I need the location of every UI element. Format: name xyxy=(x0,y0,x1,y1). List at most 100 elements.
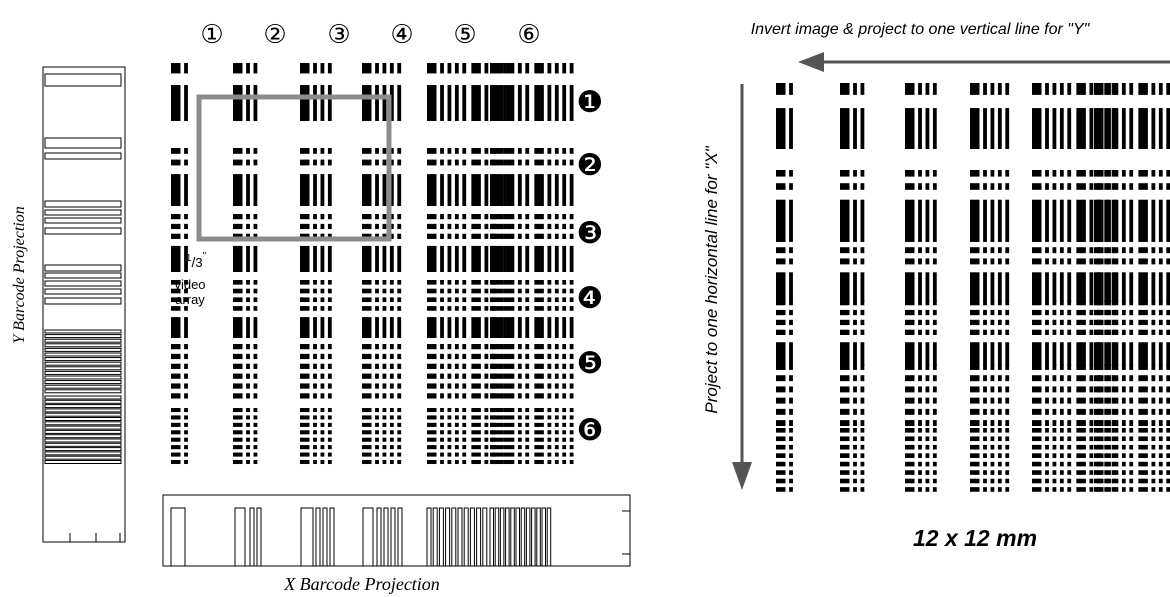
pattern-bar xyxy=(320,159,325,166)
pattern-bar xyxy=(246,245,250,272)
pattern-bar xyxy=(1094,258,1104,265)
pattern-bar xyxy=(313,159,317,166)
y-projection-bar xyxy=(44,425,122,430)
pattern-bar xyxy=(1114,436,1119,442)
pattern-bar xyxy=(932,183,937,190)
y-projection-bar xyxy=(44,73,122,87)
pattern-bar xyxy=(853,329,857,335)
pattern-bar xyxy=(397,452,402,457)
pattern-bar xyxy=(1076,309,1086,316)
pattern-bar xyxy=(382,459,387,465)
pattern-bar xyxy=(389,415,394,420)
row-labels: ❶ ❷ ❸ ❹ ❺ ❻ xyxy=(577,86,604,447)
pattern-bar xyxy=(1121,329,1126,335)
pattern-bar xyxy=(1111,470,1116,475)
pattern-bar xyxy=(547,306,552,311)
pattern-bar xyxy=(990,487,995,492)
pattern-bar xyxy=(397,214,402,220)
pattern-bar xyxy=(517,430,522,435)
pattern-bar xyxy=(1094,272,1104,302)
pattern-bar xyxy=(300,353,310,360)
pattern-bar xyxy=(905,309,915,316)
pattern-bar xyxy=(1107,309,1111,316)
pattern-bar xyxy=(1138,272,1148,302)
pattern-bar xyxy=(490,63,500,74)
pattern-bar xyxy=(397,280,402,285)
pattern-bar xyxy=(562,373,567,379)
pattern-bar xyxy=(860,300,865,306)
pattern-bar xyxy=(382,63,387,74)
pattern-bar xyxy=(397,445,402,450)
pattern-bar xyxy=(1158,420,1163,427)
pattern-bar xyxy=(776,309,786,316)
pattern-bar xyxy=(1052,329,1057,335)
pattern-bar xyxy=(397,459,402,465)
pattern-bar xyxy=(1059,199,1064,236)
pattern-bar xyxy=(1121,436,1126,442)
pattern-bar xyxy=(990,364,995,370)
pattern-bar xyxy=(510,85,515,121)
down-arrow xyxy=(732,84,752,490)
pattern-bar xyxy=(517,63,522,74)
pattern-bar xyxy=(990,319,995,326)
pattern-bar xyxy=(860,236,865,242)
pattern-bar xyxy=(534,452,544,457)
pattern-bar xyxy=(1067,487,1072,492)
pattern-bar xyxy=(983,309,987,316)
pattern-bar xyxy=(840,408,850,415)
pattern-bar xyxy=(499,233,504,239)
pattern-bar xyxy=(1052,170,1057,177)
pattern-bar xyxy=(471,245,481,272)
pattern-bar xyxy=(932,375,937,382)
pattern-bar xyxy=(1114,258,1119,265)
pattern-bar xyxy=(503,174,507,206)
pattern-bar xyxy=(1052,258,1057,265)
y-projection-bar xyxy=(44,338,122,343)
pattern-bar xyxy=(1045,461,1049,467)
pattern-bar xyxy=(1032,487,1042,492)
pattern-bar xyxy=(490,373,500,379)
pattern-bar xyxy=(983,428,987,433)
pattern-bar xyxy=(503,214,507,220)
pattern-bar xyxy=(562,393,567,399)
pattern-bar xyxy=(1067,397,1072,404)
pattern-bar xyxy=(1151,170,1156,177)
pattern-bar xyxy=(1089,397,1094,404)
pattern-bar xyxy=(471,288,481,294)
pattern-bar xyxy=(499,63,504,74)
pattern-bar xyxy=(925,420,930,427)
pattern-bar xyxy=(397,353,402,360)
pattern-bar xyxy=(484,317,489,338)
pattern-bar xyxy=(1089,309,1094,316)
pattern-bar xyxy=(925,199,930,236)
pattern-bar xyxy=(1059,436,1064,442)
pattern-bar xyxy=(990,342,995,366)
pattern-bar xyxy=(1107,436,1111,442)
pattern-bar xyxy=(171,393,181,399)
pattern-bar xyxy=(990,199,995,236)
pattern-bar xyxy=(918,461,922,467)
pattern-bar xyxy=(1114,183,1119,190)
pattern-bar xyxy=(1138,436,1148,442)
size-caption: 12 x 12 mm xyxy=(913,525,1037,551)
pattern-bar xyxy=(860,342,865,366)
pattern-bar xyxy=(990,300,995,306)
x-projection-panel: X Barcode Projection xyxy=(162,494,631,594)
pattern-bar xyxy=(503,148,507,154)
pattern-bar xyxy=(853,272,857,302)
pattern-bar xyxy=(171,459,181,465)
pattern-bar xyxy=(983,247,987,254)
pattern-bar xyxy=(918,397,922,404)
pattern-bar xyxy=(362,214,372,220)
pattern-bar xyxy=(382,415,387,420)
pattern-bar xyxy=(1045,108,1049,149)
pattern-bar xyxy=(925,329,930,335)
pattern-bar xyxy=(499,245,504,272)
pattern-bar xyxy=(382,223,387,230)
pattern-bar xyxy=(382,214,387,220)
pattern-bar xyxy=(462,159,467,166)
pattern-bar xyxy=(427,422,437,427)
pattern-bar xyxy=(233,233,243,239)
pattern-bar xyxy=(562,317,567,338)
pattern-bar xyxy=(547,280,552,285)
